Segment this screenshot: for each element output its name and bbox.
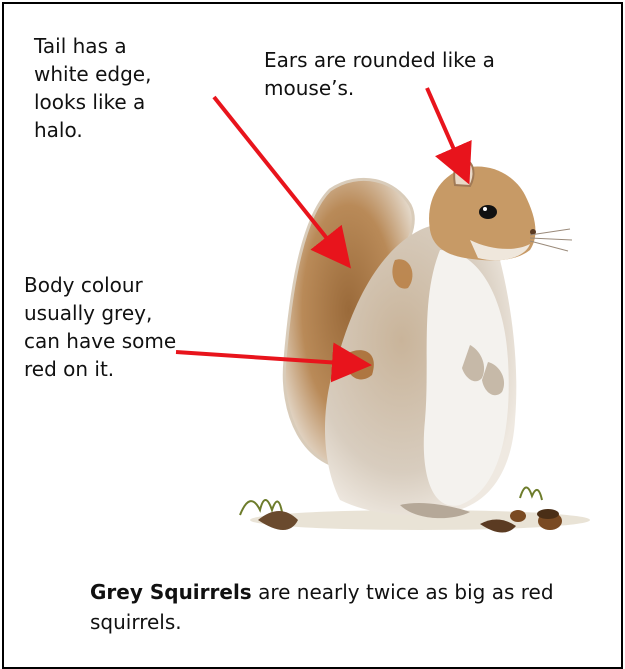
caption-bold: Grey Squirrels [90,580,252,604]
tail-arrow [214,97,341,256]
tail-annotation: Tail has a white edge, looks like a halo… [34,32,194,144]
squirrel-eye [479,205,497,219]
squirrel-ear [454,160,473,186]
body-annotation: Body colour usually grey, can have some … [24,271,224,383]
acorn-icon [510,510,526,522]
ears-annotation: Ears are rounded like a mouse’s. [264,46,554,102]
caption: Grey Squirrels are nearly twice as big a… [90,577,570,637]
